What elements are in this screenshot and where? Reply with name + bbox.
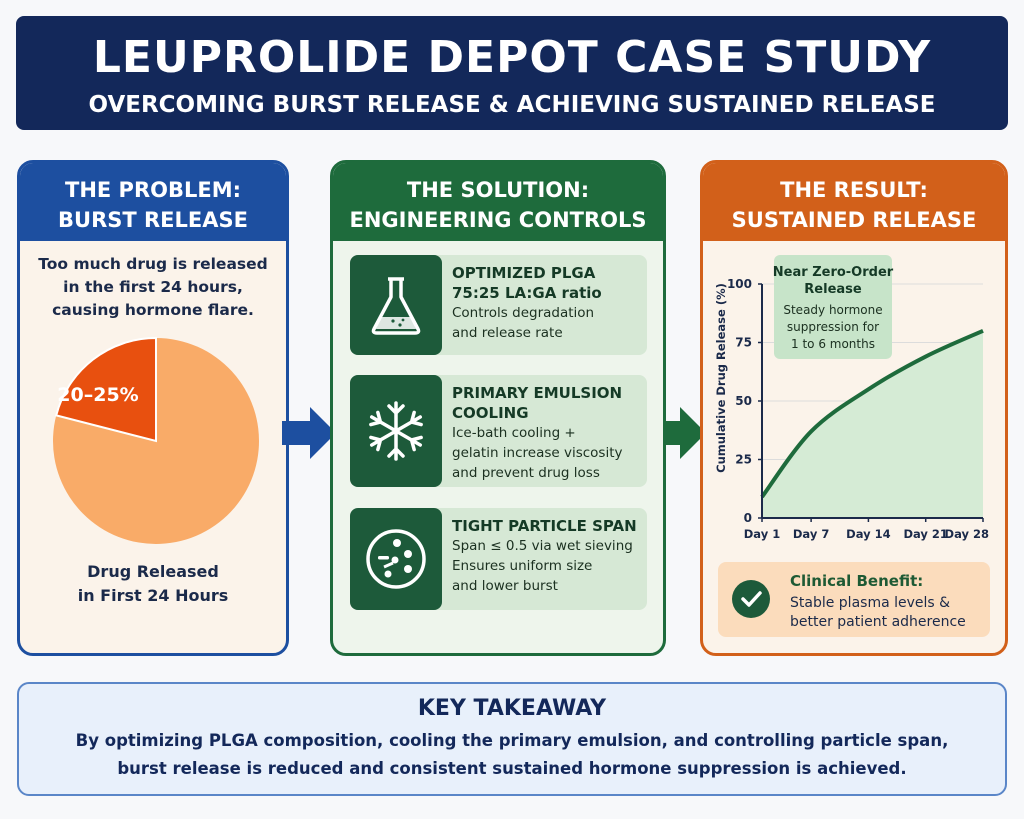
card-line: Ice-bath cooling + [452, 425, 576, 441]
flask-icon [350, 255, 442, 355]
caption-line: Drug Released [87, 562, 219, 581]
x-tick-label: Day 28 [945, 527, 989, 541]
card-line: Controls degradation [452, 305, 595, 321]
problem-description: Too much drug is released in the first 2… [20, 253, 286, 322]
problem-heading-line: BURST RELEASE [58, 208, 248, 232]
annotation-title: Near Zero-Order [773, 265, 894, 280]
arrow-right-icon [282, 407, 336, 459]
result-panel: THE RESULT: SUSTAINED RELEASE 0 25 50 75 100… [700, 160, 1008, 656]
check-circle-icon [732, 580, 770, 618]
solution-card-cooling: PRIMARY EMULSION COOLING Ice-bath coolin… [350, 375, 647, 487]
burst-pie-chart: 20–25% [52, 336, 259, 544]
solution-card-plga: OPTIMIZED PLGA 75:25 LA:GA ratio Control… [350, 255, 647, 355]
y-tick-label: 25 [735, 453, 752, 467]
page-subtitle: OVERCOMING BURST RELEASE & ACHIEVING SUS… [88, 92, 936, 118]
description-line: in the first 24 hours, [63, 278, 243, 296]
x-tick-label: Day 14 [846, 527, 890, 541]
card-line: and lower burst [452, 578, 558, 594]
card-line: and prevent drug loss [452, 465, 600, 481]
y-axis-label: Cumulative Drug Release (%) [714, 283, 728, 473]
takeaway-title: KEY TAKEAWAY [417, 696, 607, 721]
arrow-right-icon [652, 407, 706, 459]
y-tick-label: 75 [735, 336, 752, 350]
particles-icon [350, 508, 442, 610]
benefit-line: Stable plasma levels & [790, 595, 951, 611]
x-tick-label: Day 7 [793, 527, 829, 541]
takeaway-line: By optimizing PLGA composition, cooling … [75, 731, 949, 750]
card-line: 75:25 LA:GA ratio [452, 284, 602, 302]
annotation-title: Release [804, 282, 862, 297]
card-title: PRIMARY EMULSION COOLING [452, 384, 623, 422]
pie-caption: Drug Released in First 24 Hours [20, 560, 286, 608]
benefit-text: Stable plasma levels & better patient ad… [790, 594, 966, 632]
result-heading-line: SUSTAINED RELEASE [731, 208, 977, 232]
card-title: TIGHT PARTICLE SPAN [452, 517, 637, 535]
problem-panel: THE PROBLEM: BURST RELEASE Too much drug… [17, 160, 289, 656]
y-tick-label: 0 [744, 511, 752, 525]
release-area [762, 330, 983, 518]
result-heading-line: THE RESULT: [780, 178, 928, 202]
annotation-text: suppression for [787, 320, 879, 334]
solution-panel: THE SOLUTION: ENGINEERING CONTROLS OPTIM… [330, 160, 666, 656]
solution-card-particle-span: TIGHT PARTICLE SPAN Span ≤ 0.5 via wet s… [350, 508, 647, 610]
caption-line: in First 24 Hours [77, 586, 229, 605]
annotation-text: Steady hormone [783, 303, 882, 317]
clinical-benefit-box: Clinical Benefit: Stable plasma levels &… [718, 562, 990, 637]
problem-heading: THE PROBLEM: BURST RELEASE [20, 163, 286, 241]
card-line: gelatin increase viscosity [452, 445, 623, 461]
chart-annotation: Near Zero-Order Release Steady hormone s… [773, 255, 894, 359]
card-line: and release rate [452, 325, 563, 341]
benefit-line: better patient adherence [790, 614, 966, 630]
result-heading: THE RESULT: SUSTAINED RELEASE [703, 163, 1005, 241]
header-banner: LEUPROLIDE DEPOT CASE STUDY OVERCOMING B… [16, 16, 1008, 130]
card-title: OPTIMIZED PLGA [452, 264, 596, 282]
solution-heading-line: THE SOLUTION: [406, 178, 590, 202]
x-tick-label: Day 1 [744, 527, 780, 541]
y-tick-label: 50 [735, 394, 752, 408]
description-line: Too much drug is released [38, 255, 268, 273]
solution-heading-line: ENGINEERING CONTROLS [349, 208, 647, 232]
page-title: LEUPROLIDE DEPOT CASE STUDY [92, 32, 932, 83]
x-tick-label: Day 21 [903, 527, 947, 541]
card-line: Span ≤ 0.5 via wet sieving [452, 538, 633, 554]
benefit-title: Clinical Benefit: [790, 572, 924, 590]
card-line: Ensures uniform size [452, 558, 593, 574]
pie-slice-label: 20–25% [57, 384, 138, 406]
takeaway-line: burst release is reduced and consistent … [117, 759, 907, 778]
description-line: causing hormone flare. [52, 301, 254, 319]
key-takeaway-box: KEY TAKEAWAY By optimizing PLGA composit… [17, 682, 1007, 796]
annotation-text: 1 to 6 months [791, 337, 875, 351]
snowflake-icon [350, 375, 442, 487]
solution-heading: THE SOLUTION: ENGINEERING CONTROLS [333, 163, 663, 241]
problem-heading-line: THE PROBLEM: [65, 178, 241, 202]
pie-slice-burst [55, 336, 157, 443]
y-tick-label: 100 [727, 277, 752, 291]
